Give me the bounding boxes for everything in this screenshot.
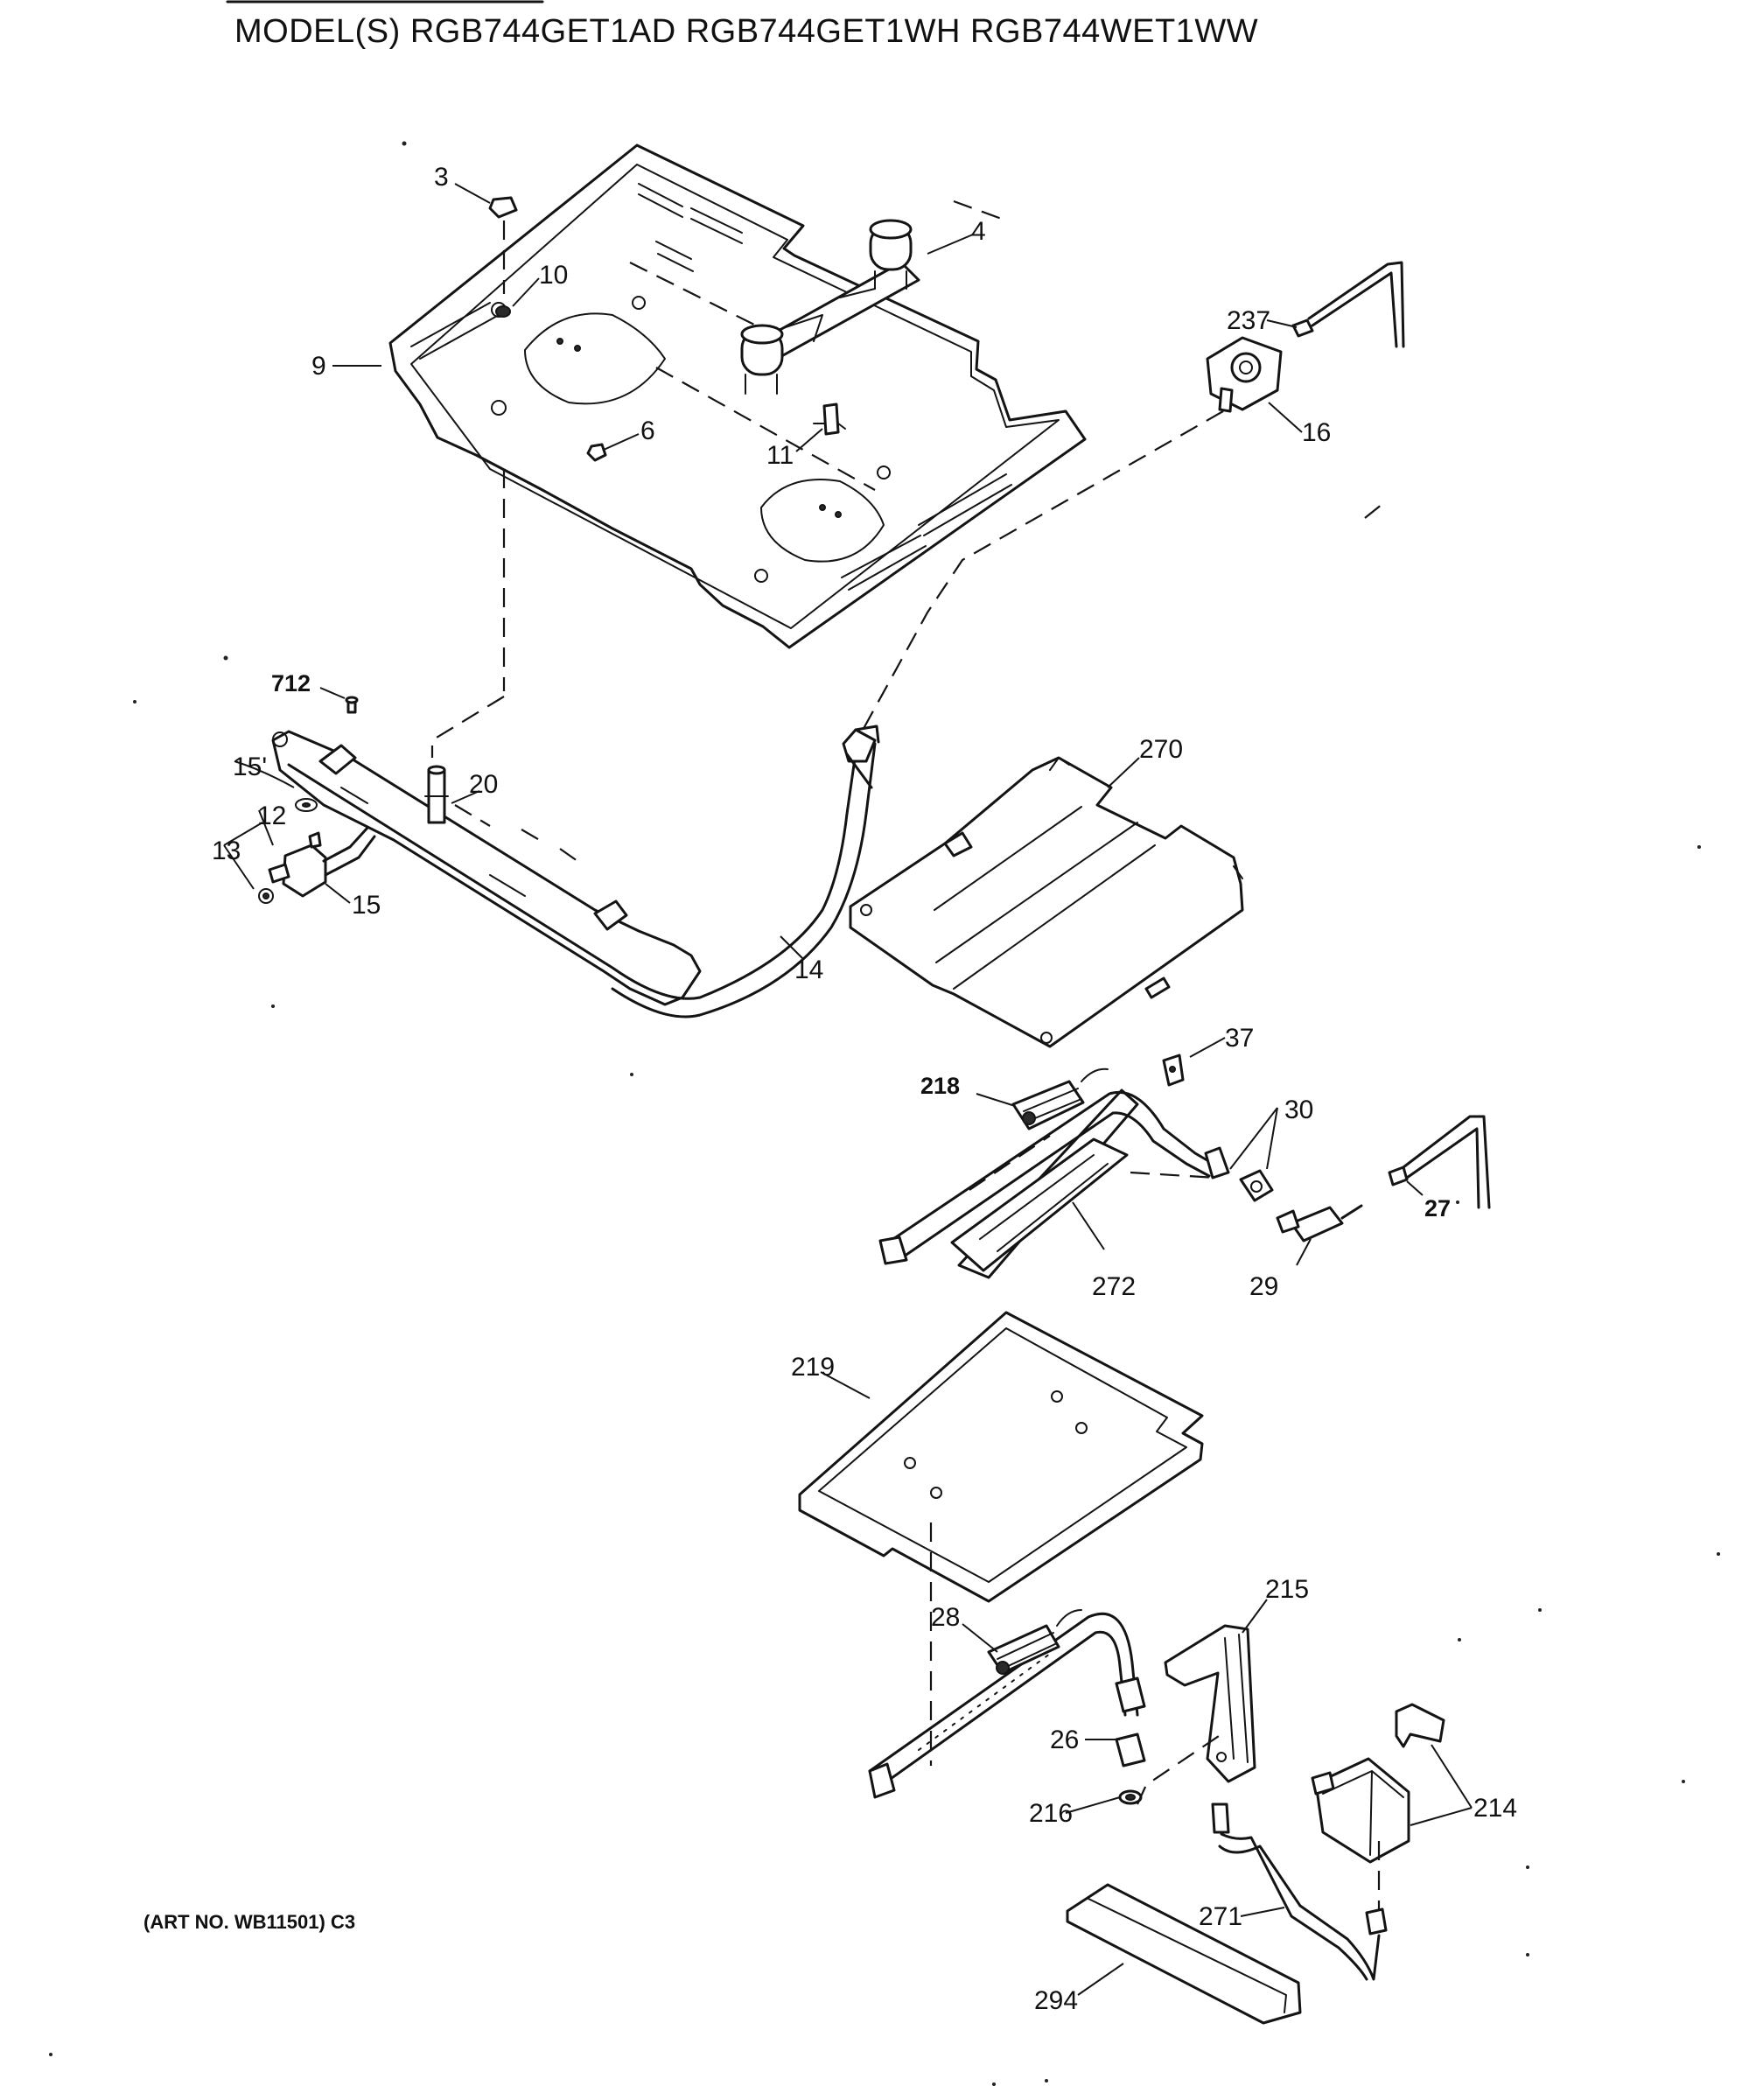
shield-part-270 xyxy=(849,756,1244,1048)
safety-valve-part-15 xyxy=(268,826,376,898)
callout-13: 13 xyxy=(212,836,241,865)
screw-part-3 xyxy=(488,196,518,219)
grommet-part-10 xyxy=(495,305,511,318)
bracket-part-37 xyxy=(1162,1054,1185,1087)
callout-29: 29 xyxy=(1249,1272,1278,1301)
bottom-panel-part-219 xyxy=(798,1311,1204,1603)
nut-part-13 xyxy=(258,888,274,904)
spring-part-30 xyxy=(1239,1169,1274,1202)
burner-tube-part-272 xyxy=(950,1088,1139,1279)
electrode-part-218 xyxy=(1011,1068,1109,1130)
assembly-lines xyxy=(430,200,1383,1911)
callout-27: 27 xyxy=(1424,1195,1451,1222)
callout-215: 215 xyxy=(1265,1575,1309,1604)
leader-lines xyxy=(223,183,1473,1996)
screw-part-712 xyxy=(345,696,359,714)
callout-237: 237 xyxy=(1227,306,1270,335)
callout-15: 15 xyxy=(352,891,381,920)
orifice-part-29 xyxy=(1276,1204,1363,1242)
callout-294: 294 xyxy=(1034,1986,1078,2015)
callout-14: 14 xyxy=(794,956,823,984)
callout-219: 219 xyxy=(791,1353,835,1382)
callout-10: 10 xyxy=(539,261,568,290)
burner-box-part-9 xyxy=(388,144,1087,649)
callout-28: 28 xyxy=(931,1603,960,1632)
callout-26: 26 xyxy=(1050,1726,1079,1754)
callout-214: 214 xyxy=(1473,1794,1517,1823)
callout-11: 11 xyxy=(766,441,794,470)
callout-271: 271 xyxy=(1199,1902,1242,1931)
clip-part-11 xyxy=(813,402,846,436)
callout-270: 270 xyxy=(1139,735,1183,764)
electrode-part-28 xyxy=(987,1609,1082,1675)
clip-part-26 xyxy=(1115,1676,1146,1768)
washer-part-15-prime xyxy=(295,798,318,812)
callout-16: 16 xyxy=(1302,418,1331,447)
orifice-part-20 xyxy=(424,765,449,824)
callout-12: 12 xyxy=(257,802,286,830)
tube-part-27 xyxy=(1388,1115,1491,1209)
page-title: MODEL(S) RGB744GET1AD RGB744GET1WH RGB74… xyxy=(234,13,1258,50)
callout-15-prime: 15' xyxy=(233,752,267,781)
art-number: (ART NO. WB11501) C3 xyxy=(143,1911,355,1933)
spark-module-part-16 xyxy=(1206,336,1283,413)
callout-6: 6 xyxy=(640,416,655,445)
callout-218: 218 xyxy=(920,1073,960,1099)
callout-4: 4 xyxy=(971,217,986,246)
manifold-part-14 xyxy=(271,724,880,1018)
callout-37: 37 xyxy=(1225,1024,1254,1053)
burner-part-upper xyxy=(878,1090,1230,1265)
callout-272: 272 xyxy=(1092,1272,1136,1301)
screw-part-6 xyxy=(586,443,607,462)
channel-part-294 xyxy=(1066,1883,1302,2025)
callout-30: 30 xyxy=(1284,1096,1313,1124)
bracket-part-215 xyxy=(1164,1624,1256,1783)
callout-9: 9 xyxy=(311,352,326,381)
callout-20: 20 xyxy=(469,770,498,799)
tube-part-237 xyxy=(1291,261,1405,348)
callout-712: 712 xyxy=(271,670,311,696)
tube-part-271 xyxy=(1211,1802,1388,1981)
callout-3: 3 xyxy=(434,163,449,192)
callout-216: 216 xyxy=(1029,1799,1073,1828)
scan-specks xyxy=(49,141,1720,2086)
oven-valve-part-214 xyxy=(1311,1703,1445,1864)
valve-assembly-part-4 xyxy=(740,219,920,395)
burner-part-lower xyxy=(868,1612,1139,1799)
